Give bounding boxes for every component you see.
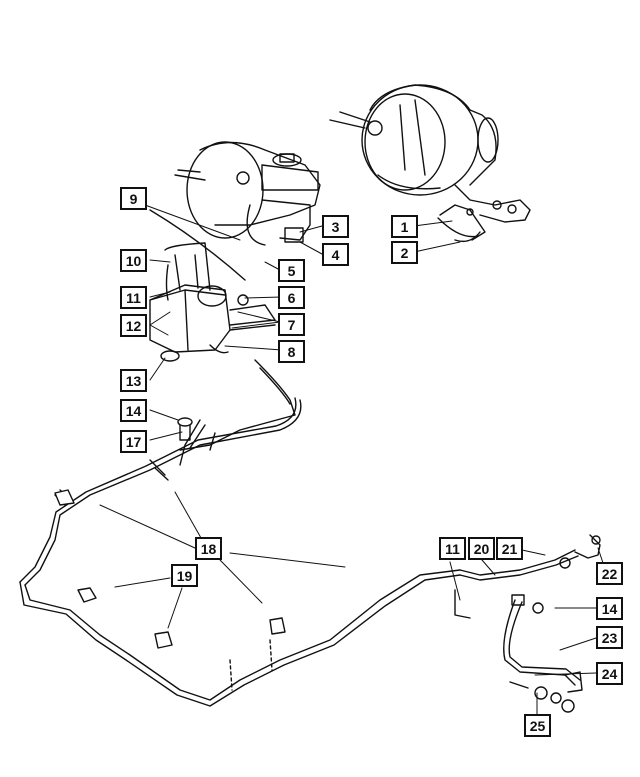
callout-7[interactable]: 7 (278, 313, 305, 336)
brake-line-network (19, 397, 579, 707)
leader-lines (99, 204, 604, 715)
callout-20[interactable]: 20 (468, 537, 495, 560)
callout-13[interactable]: 13 (120, 369, 147, 392)
callout-6[interactable]: 6 (278, 286, 305, 309)
brake-booster-right (329, 84, 531, 243)
callout-11-upper[interactable]: 11 (120, 286, 147, 309)
callout-19[interactable]: 19 (171, 564, 198, 587)
callout-23[interactable]: 23 (596, 626, 623, 649)
master-cylinder-booster (149, 141, 321, 281)
callout-22[interactable]: 22 (596, 562, 623, 585)
callout-8[interactable]: 8 (278, 340, 305, 363)
callout-9[interactable]: 9 (120, 187, 147, 210)
callout-24[interactable]: 24 (596, 662, 623, 685)
callout-4[interactable]: 4 (322, 243, 349, 266)
callout-10[interactable]: 10 (120, 249, 147, 272)
callout-2[interactable]: 2 (391, 241, 418, 264)
callout-18[interactable]: 18 (195, 537, 222, 560)
callout-14-lower[interactable]: 14 (596, 597, 623, 620)
abs-hydraulic-unit (149, 242, 296, 451)
callout-3[interactable]: 3 (322, 215, 349, 238)
callout-1[interactable]: 1 (391, 215, 418, 238)
callout-17[interactable]: 17 (120, 430, 147, 453)
callout-5[interactable]: 5 (278, 259, 305, 282)
callout-11-lower[interactable]: 11 (439, 537, 466, 560)
callout-12[interactable]: 12 (120, 314, 147, 337)
callout-25[interactable]: 25 (524, 714, 551, 737)
callout-21[interactable]: 21 (496, 537, 523, 560)
rear-brake-hose (454, 534, 601, 713)
brake-line-clips (54, 489, 286, 691)
callout-14-upper[interactable]: 14 (120, 399, 147, 422)
